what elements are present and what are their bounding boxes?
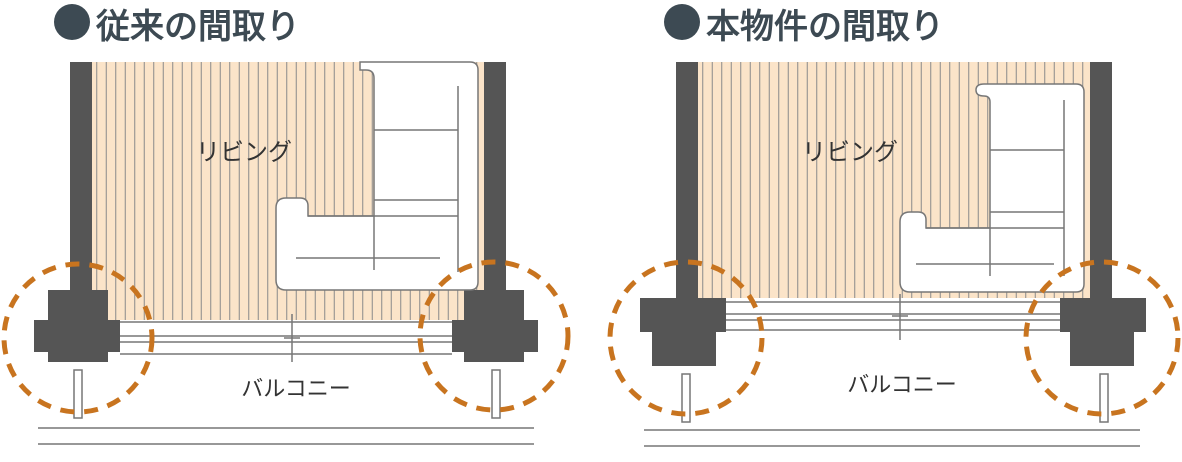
- window-sash: [726, 294, 1060, 340]
- window-sash: [120, 314, 452, 362]
- panel-title: 本物件の間取り: [706, 7, 944, 47]
- title-bullet-icon: [664, 4, 700, 40]
- right-wall: [484, 62, 506, 292]
- left-pillar: [34, 290, 120, 362]
- left-wall: [70, 62, 92, 292]
- right-pillar: [452, 290, 538, 362]
- railing-post: [681, 373, 691, 423]
- room-label-balcony: バルコニー: [847, 373, 957, 398]
- left-pillar: [640, 298, 726, 366]
- panel-conventional: 従来の間取り: [1, 4, 571, 445]
- room-label-living: リビング: [196, 138, 292, 166]
- room-label-living: リビング: [802, 138, 898, 166]
- right-wall: [1090, 62, 1112, 300]
- room-label-balcony: バルコニー: [241, 377, 351, 402]
- highlight-dashed-circle: [1, 261, 155, 415]
- railing-post: [491, 369, 501, 419]
- panel-this-property: 本物件の間取り: [607, 4, 1181, 447]
- left-wall: [676, 62, 698, 300]
- sofa-icon: [275, 61, 479, 291]
- highlight-dashed-circle: [607, 259, 765, 417]
- highlight-dashed-circle: [1023, 259, 1181, 417]
- railing-post: [1099, 373, 1109, 423]
- right-pillar: [1060, 298, 1146, 366]
- title-bullet-icon: [54, 4, 90, 40]
- sofa-icon: [899, 83, 1085, 293]
- panel-title: 従来の間取り: [95, 7, 300, 47]
- highlight-dashed-circle: [417, 259, 571, 413]
- railing-post: [73, 369, 83, 419]
